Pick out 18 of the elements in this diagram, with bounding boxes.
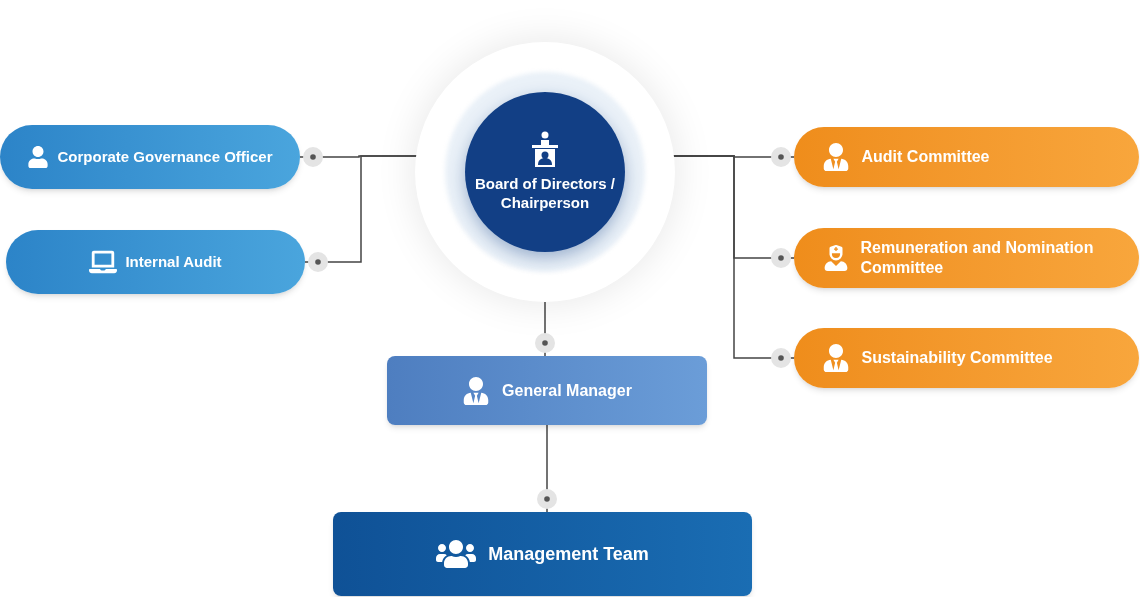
committee-pill (794, 328, 1139, 388)
node-title: Board of Directors / Chairperson (474, 175, 616, 213)
node-label: Corporate Governance Officer (57, 147, 273, 167)
team-box (333, 512, 752, 596)
node-label: Remuneration and Nomination Committee (860, 238, 1095, 278)
role-pill (0, 125, 300, 189)
node-label: Sustainability Committee (861, 348, 1054, 368)
node-label: Management Team (488, 542, 649, 566)
connector-line (535, 301, 555, 357)
node-label: General Manager (502, 380, 632, 401)
manager-box (387, 356, 707, 425)
node-label: Audit Committee (861, 147, 991, 167)
committee-pill (794, 127, 1139, 187)
connector-line (537, 424, 557, 513)
node-label: Internal Audit (125, 252, 222, 272)
connector-line (672, 155, 795, 368)
role-pill (6, 230, 305, 294)
committee-pill (794, 228, 1139, 288)
